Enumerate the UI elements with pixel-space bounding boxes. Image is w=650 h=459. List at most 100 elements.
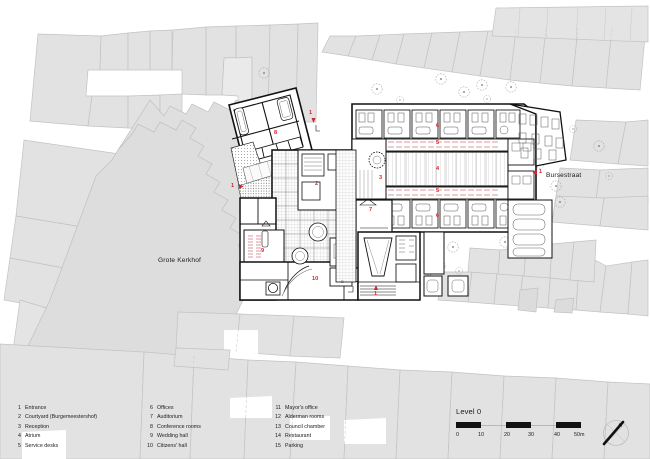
scale-tick-label: 40 [554,432,560,438]
legend-item: 10 Citizens' hall [140,442,268,451]
legend-label: Council chamber [285,423,326,430]
room-number-6-south: 6 [436,213,440,219]
town-hall-building: D [228,87,567,301]
legend-column-3: 11 Mayor's office 12 Alderman rooms 13 Coun… [268,404,398,451]
legend-item: 14 Restaurant [268,432,398,441]
room-number-5-south: 5 [436,188,440,194]
north-office-row [355,109,521,139]
label-bursestraat: Bursestraat [546,172,582,179]
legend-label: Courtyard (Burgemeestershof) [25,414,98,421]
glazed-connection [335,149,357,283]
legend-number: 8 [150,423,153,430]
legend-item: 1 Entrance [8,404,140,413]
room-number-10: 10 [312,276,319,282]
legend-item: 9 Wedding hall [140,432,268,441]
scale-tick-label: 20 [504,432,510,438]
legend-label: Parking [285,442,304,449]
legend-label: Restaurant [285,433,312,440]
section-marks [315,125,354,293]
legend-item: 11 Mayor's office [268,404,398,413]
entrance-marker-west [239,184,244,189]
legend-label: Alderman rooms [285,414,325,421]
level-label: Level 0 [456,407,482,416]
legend-number: 4 [18,433,21,440]
legend-number: 6 [150,405,153,411]
label-grote-kerkhof: Grote Kerkhof [158,257,201,264]
door-letters: D [341,279,344,284]
legend-label: Auditorium [157,414,183,421]
room-number-5-north: 5 [436,140,440,146]
legend-number: 9 [150,433,153,440]
scale-segment [556,422,581,428]
legend-item: 13 Council chamber [268,423,398,432]
scale-segment [456,422,481,428]
legend-label: Wedding hall [157,433,188,440]
scale-bar: 0 10 20 30 40 50m [456,421,585,443]
legend-item: 3 Reception [8,423,140,432]
legend-label: Citizens' hall [157,442,187,449]
legend-label: Offices [157,405,174,411]
room-number-6-north: 6 [436,123,440,129]
legend-item: 5 Service desks [8,442,140,451]
urban-context-blocks [0,5,650,459]
legend-item: 15 Parking [268,442,398,451]
room-number-7: 7 [369,207,373,213]
scale-tick-label: 0 [456,432,459,438]
lot-boundary-lines [139,313,609,459]
legend-label: Service desks [25,442,59,449]
entrance-number-south: 1 [374,291,378,297]
legend-label: Reception [25,423,50,430]
legend-item: 8 Conference rooms [140,423,268,432]
legend-number: 7 [150,414,153,421]
south-projection [357,231,469,301]
room-number-3: 3 [379,175,383,181]
legend-item: 7 Auditorium [140,413,268,422]
wedding-hall-seating [248,235,261,258]
svg-text:D: D [341,279,344,284]
legend-number: 1 [18,405,21,411]
north-arrow-icon [602,420,629,446]
entrance-marker-north [311,118,316,123]
entrance-number-east: 1 [539,169,543,175]
legend-number: 11 [275,405,281,411]
scale-tick-labels: 0 10 20 30 40 50m [456,432,594,442]
legend-number: 10 [147,442,153,449]
legend-number: 2 [18,414,21,421]
legend-label: Atrium [25,433,41,440]
scale-tick-label: 50m [574,432,585,438]
legend-item: 2 Courtyard (Burgemeestershof) [8,413,140,422]
room-number-4: 4 [436,166,440,172]
legend-number: 13 [275,423,281,430]
east-slot [423,231,445,275]
legend-item: 4 Atrium [8,432,140,441]
legend-label: Mayor's office [285,405,318,411]
entrance-arrow-markers [239,118,537,290]
legend-number: 15 [275,442,281,449]
entrance-number-west: 1 [231,183,235,189]
legend-number: 5 [18,442,21,449]
scale-bar-block: Level 0 0 10 20 30 40 50m [456,407,585,443]
south-block [239,261,359,301]
legend-item: 12 Alderman rooms [268,413,398,422]
room-number-8: 8 [274,130,278,136]
north-east-extension [509,103,567,167]
entrance-marker-east [532,170,537,175]
legend-column-2: 6 Offices 7 Auditorium 8 Conference rooms 9… [140,404,268,451]
legend-number: 3 [18,423,21,430]
room-number-9: 9 [261,248,265,254]
reception-zone [351,138,387,200]
entrance-marker-south [374,285,378,290]
legend-label: Entrance [25,405,47,411]
north-arrow [597,413,635,451]
entrance-number-north: 1 [309,110,313,116]
legend-label: Conference rooms [157,423,201,430]
legend-number: 14 [275,433,281,440]
scale-tick-label: 10 [478,432,484,438]
scale-tick-label: 30 [528,432,534,438]
legend-number: 12 [275,414,281,421]
legend-item: 6 Offices [140,404,268,413]
